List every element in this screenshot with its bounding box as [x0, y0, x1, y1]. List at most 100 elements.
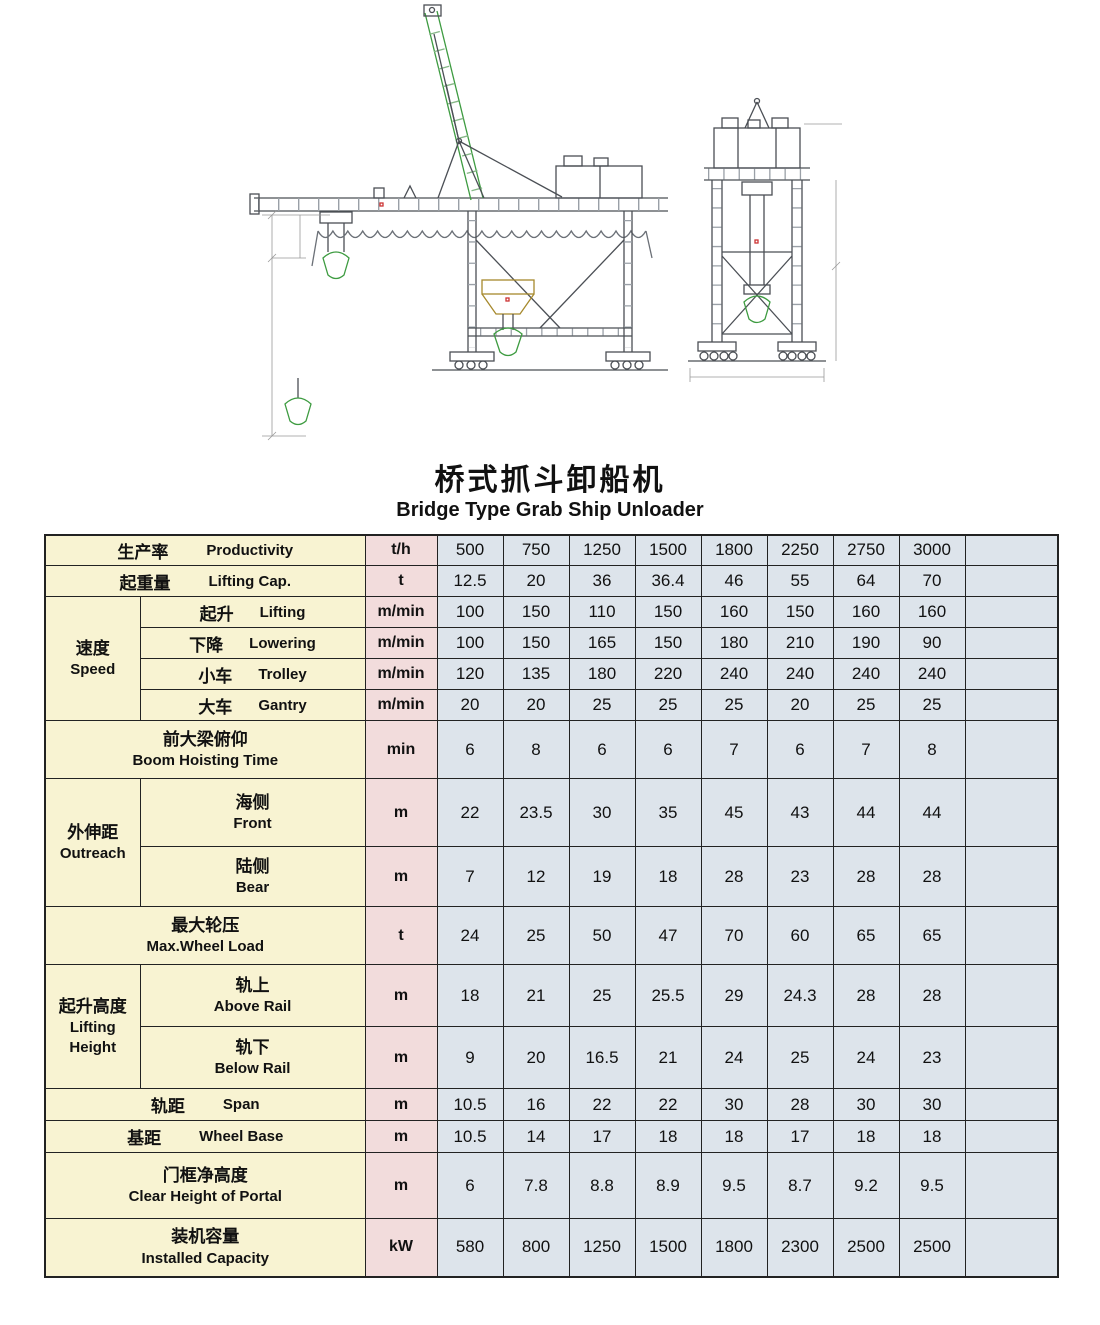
label-zh: 门框净高度	[162, 1165, 248, 1185]
value-cell: 17	[766, 1120, 834, 1153]
label-zh: 陆侧	[235, 856, 270, 876]
unit-cell: m	[364, 1026, 438, 1089]
label-zh: 轨距	[150, 1097, 185, 1116]
row-label-max-wheel-load: 最大轮压 Max.Wheel Load	[44, 906, 366, 965]
value-cell: 150	[634, 627, 702, 659]
empty-cell	[964, 689, 1059, 721]
value-cell: 25	[502, 906, 570, 965]
empty-cell	[964, 1152, 1059, 1219]
value-cell: 500	[436, 534, 504, 566]
value-cell: 14	[502, 1120, 570, 1153]
value-cell: 9.5	[700, 1152, 768, 1219]
value-cell: 90	[898, 627, 966, 659]
unit-cell: m/min	[364, 627, 438, 659]
unit-cell: m	[364, 1120, 438, 1153]
value-cell: 50	[568, 906, 636, 965]
value-cell: 18	[832, 1120, 900, 1153]
empty-cell	[964, 565, 1059, 597]
value-cell: 44	[898, 778, 966, 847]
label-en: Below Rail	[214, 1059, 291, 1077]
empty-cell	[964, 1026, 1059, 1089]
value-cell: 24	[832, 1026, 900, 1089]
value-cell: 25	[634, 689, 702, 721]
value-cell: 220	[634, 658, 702, 690]
value-cell: 210	[766, 627, 834, 659]
value-cell: 160	[700, 596, 768, 628]
empty-cell	[964, 1218, 1059, 1277]
value-cell: 60	[766, 906, 834, 965]
value-cell: 10.5	[436, 1088, 504, 1121]
value-cell: 36.4	[634, 565, 702, 597]
value-cell: 110	[568, 596, 636, 628]
value-cell: 25	[700, 689, 768, 721]
unit-cell: m/min	[364, 596, 438, 628]
value-cell: 65	[898, 906, 966, 965]
value-cell: 55	[766, 565, 834, 597]
value-cell: 18	[700, 1120, 768, 1153]
row-label-above-rail: 轨上 Above Rail	[139, 964, 366, 1027]
value-cell: 150	[502, 596, 570, 628]
unit-cell: m/min	[364, 658, 438, 690]
value-cell: 9.5	[898, 1152, 966, 1219]
value-cell: 18	[634, 1120, 702, 1153]
label-en: Lowering	[249, 634, 316, 652]
value-cell: 6	[634, 720, 702, 779]
label-zh: 最大轮压	[171, 915, 240, 935]
label-zh: 外伸距	[67, 822, 119, 842]
value-cell: 2250	[766, 534, 834, 566]
value-cell: 10.5	[436, 1120, 504, 1153]
value-cell: 3000	[898, 534, 966, 566]
crane-technical-drawing	[249, 4, 842, 441]
label-zh: 海侧	[235, 792, 270, 812]
label-en: Bear	[235, 878, 270, 896]
value-cell: 22	[634, 1088, 702, 1121]
page-title-chinese: 桥式抓斗卸船机	[434, 464, 666, 497]
value-cell: 28	[832, 964, 900, 1027]
unit-cell: t/h	[364, 534, 438, 566]
label-en: Gantry	[258, 696, 307, 714]
value-cell: 18	[634, 846, 702, 907]
value-cell: 2500	[898, 1218, 966, 1277]
value-cell: 70	[700, 906, 768, 965]
value-cell: 43	[766, 778, 834, 847]
value-cell: 1500	[634, 1218, 702, 1277]
value-cell: 25.5	[634, 964, 702, 1027]
value-cell: 44	[832, 778, 900, 847]
label-en: Max.Wheel Load	[146, 937, 265, 955]
label-en: Front	[233, 814, 272, 832]
label-en: Wheel Base	[199, 1128, 284, 1145]
value-cell: 580	[436, 1218, 504, 1277]
value-cell: 30	[832, 1088, 900, 1121]
value-cell: 240	[700, 658, 768, 690]
value-cell: 28	[766, 1088, 834, 1121]
value-cell: 240	[832, 658, 900, 690]
empty-cell	[964, 1120, 1059, 1153]
label-zh: 小车	[198, 666, 233, 686]
value-cell: 6	[568, 720, 636, 779]
value-cell: 17	[568, 1120, 636, 1153]
label-zh: 轨上	[235, 975, 270, 995]
value-cell: 30	[898, 1088, 966, 1121]
value-cell: 150	[502, 627, 570, 659]
value-cell: 18	[436, 964, 504, 1027]
unit-cell: t	[364, 906, 438, 965]
label-en: Above Rail	[213, 997, 292, 1015]
empty-cell	[964, 906, 1059, 965]
value-cell: 8.9	[634, 1152, 702, 1219]
value-cell: 65	[832, 906, 900, 965]
value-cell: 135	[502, 658, 570, 690]
value-cell: 800	[502, 1218, 570, 1277]
